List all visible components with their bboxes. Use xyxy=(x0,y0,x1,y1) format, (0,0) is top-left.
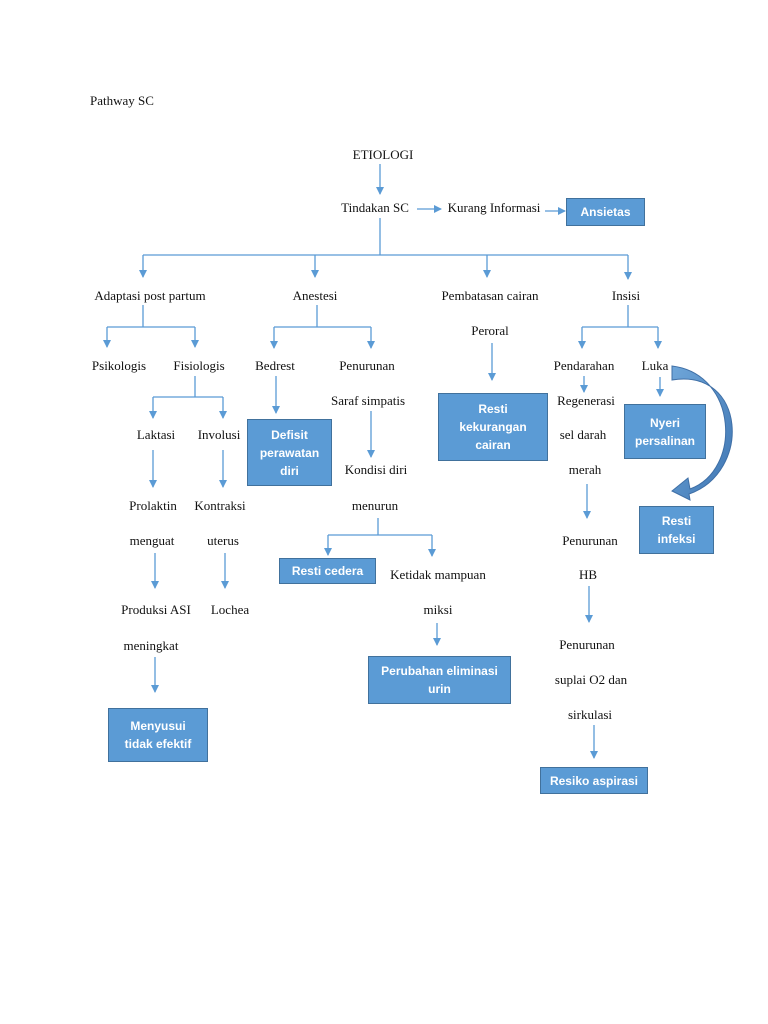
node-menurun: menurun xyxy=(351,498,399,513)
box-defisit: Defisit perawatan diri xyxy=(247,419,332,486)
node-penurunan-suplai-1: Penurunan xyxy=(559,637,615,652)
node-penurunan-suplai-2: suplai O2 dan xyxy=(554,672,628,687)
box-resti-cedera: Resti cedera xyxy=(279,558,376,584)
node-anestesi: Anestesi xyxy=(292,288,338,303)
node-kontraksi: Kontraksi xyxy=(194,498,246,513)
node-regenerasi: Regenerasi xyxy=(557,393,615,408)
node-menguat: menguat xyxy=(129,533,175,548)
box-menyusui: Menyusui tidak efektif xyxy=(108,708,208,762)
node-penurunan-hb-1: Penurunan xyxy=(562,533,618,548)
node-saraf-simpatis: Saraf simpatis xyxy=(330,393,406,408)
node-involusi: Involusi xyxy=(197,427,241,442)
node-pembatasan: Pembatasan cairan xyxy=(441,288,539,303)
node-prolaktin: Prolaktin xyxy=(129,498,177,513)
node-ketidak-mampuan: Ketidak mampuan xyxy=(390,567,486,582)
node-psikologis: Psikologis xyxy=(91,358,147,373)
node-uterus: uterus xyxy=(207,533,239,548)
node-fisiologis: Fisiologis xyxy=(173,358,225,373)
node-insisi: Insisi xyxy=(611,288,641,303)
node-laktasi: Laktasi xyxy=(136,427,176,442)
node-lochea: Lochea xyxy=(210,602,250,617)
node-kondisi-diri: Kondisi diri xyxy=(344,462,408,477)
node-sel-darah: sel darah xyxy=(559,427,607,442)
node-pendarahan: Pendarahan xyxy=(553,358,615,373)
box-ansietas: Ansietas xyxy=(566,198,645,226)
node-peroral: Peroral xyxy=(471,323,509,338)
node-penurunan: Penurunan xyxy=(339,358,395,373)
box-nyeri: Nyeri persalinan xyxy=(624,404,706,459)
box-resti-infeksi: Resti infeksi xyxy=(639,506,714,554)
node-tindakan-sc: Tindakan SC xyxy=(341,200,409,215)
node-adaptasi: Adaptasi post partum xyxy=(94,288,206,303)
node-etiologi: ETIOLOGI xyxy=(352,147,414,162)
node-produksi-asi: Produksi ASI xyxy=(121,602,191,617)
curved-arrow-luka-resti-infeksi xyxy=(671,365,733,501)
node-penurunan-suplai-3: sirkulasi xyxy=(567,707,613,722)
node-merah: merah xyxy=(568,462,602,477)
node-penurunan-hb-2: HB xyxy=(578,567,598,582)
node-miksi: miksi xyxy=(423,602,453,617)
node-kurang-informasi: Kurang Informasi xyxy=(447,200,541,215)
box-resti-kekurangan: Resti kekurangan cairan xyxy=(438,393,548,461)
box-perubahan-eliminasi: Perubahan eliminasi urin xyxy=(368,656,511,704)
node-bedrest: Bedrest xyxy=(255,358,295,373)
box-resiko-aspirasi: Resiko aspirasi xyxy=(540,767,648,794)
page-title: Pathway SC xyxy=(90,93,154,108)
node-luka: Luka xyxy=(641,358,669,373)
node-meningkat: meningkat xyxy=(123,638,179,653)
